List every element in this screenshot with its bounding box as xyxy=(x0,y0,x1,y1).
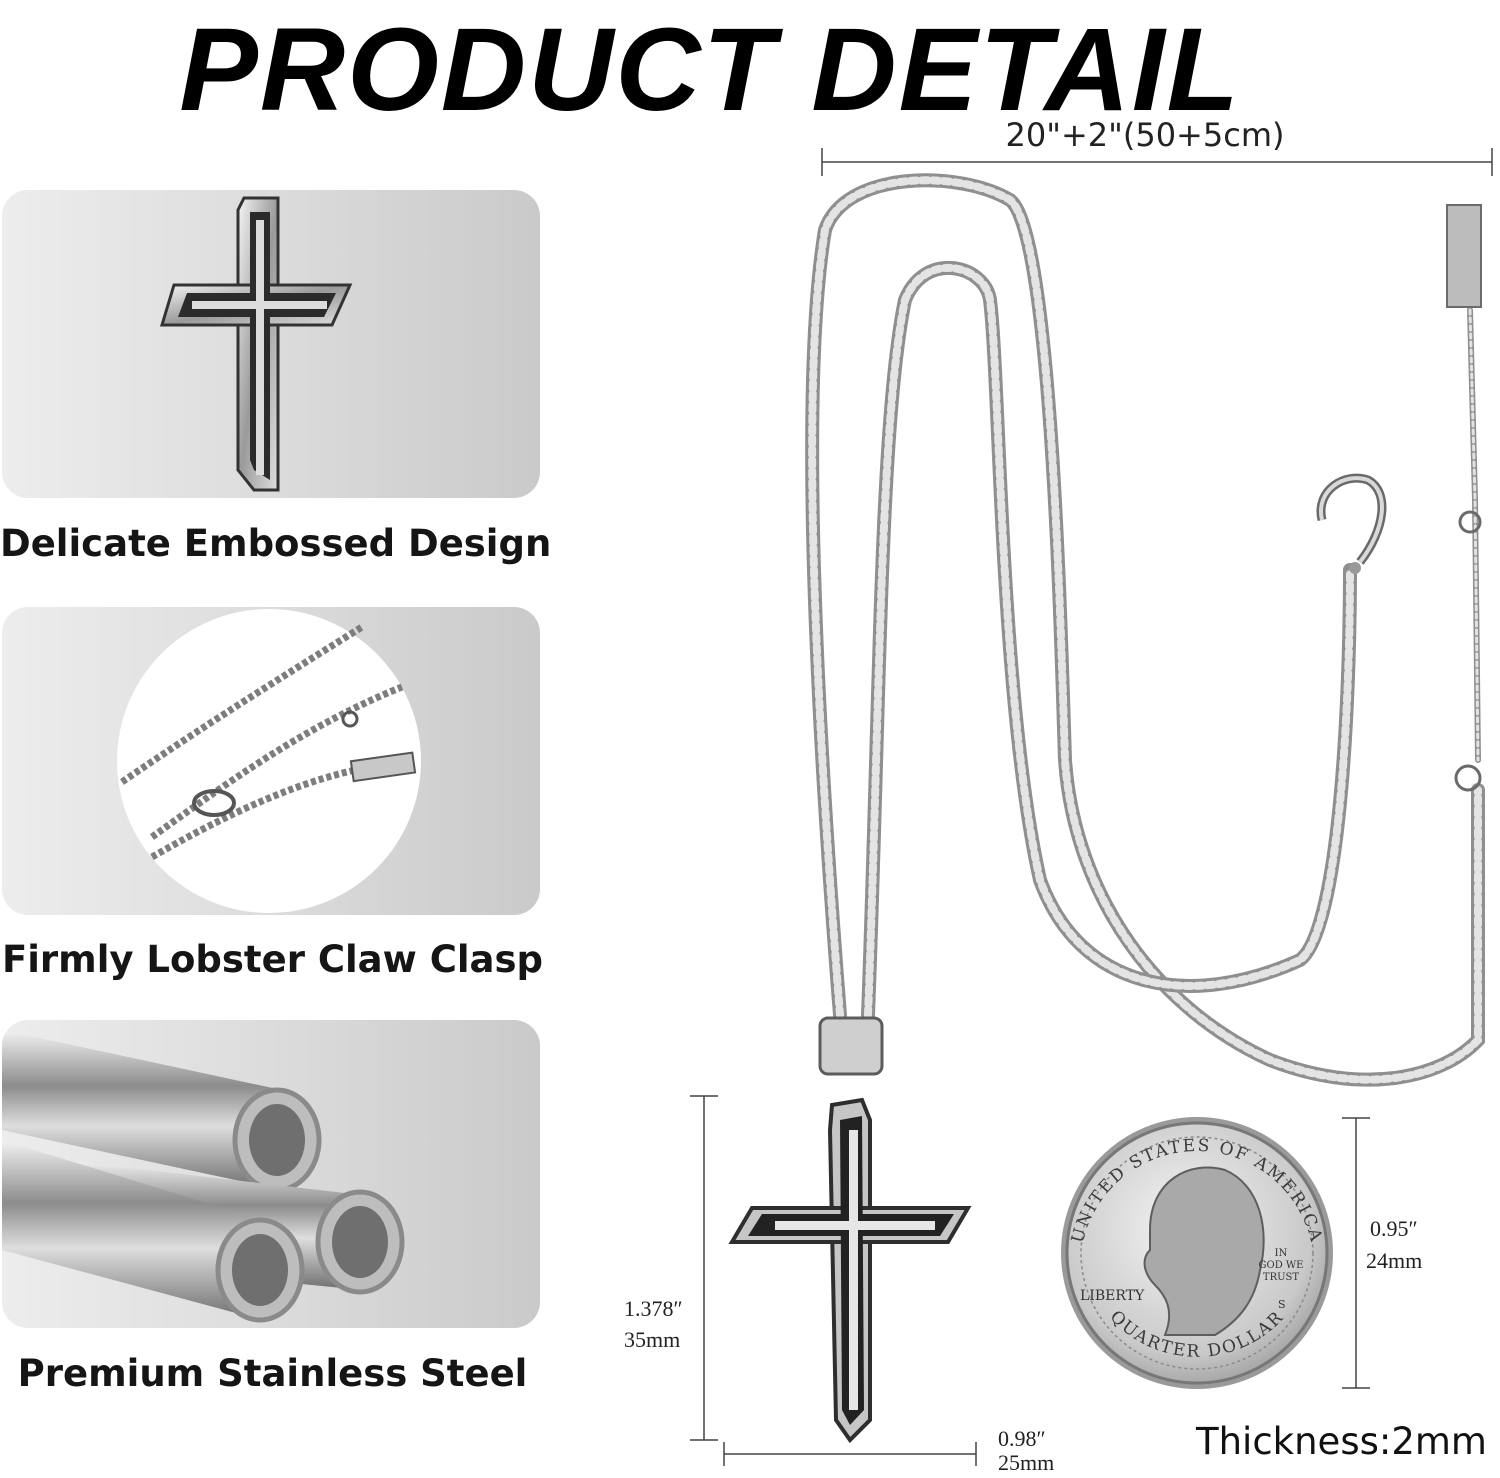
page-title: PRODUCT DETAIL xyxy=(179,4,1241,136)
chain-length-dimension xyxy=(821,148,1493,176)
coin-motto-1: IN xyxy=(1275,1248,1288,1259)
coin-liberty: LIBERTY xyxy=(1080,1288,1145,1304)
feature-panel-embossed xyxy=(2,190,540,498)
pendant-bail xyxy=(818,1016,884,1076)
pendant-width-inch: 0.98″ xyxy=(998,1426,1046,1451)
extender-tab xyxy=(1446,204,1482,308)
coin-motto-3: TRUST xyxy=(1263,1272,1299,1283)
cross-pendant-closeup-icon xyxy=(159,196,353,492)
feature-caption-clasp: Firmly Lobster Claw Clasp xyxy=(1,938,544,981)
feature-panel-clasp xyxy=(2,607,540,915)
steel-tubes-icon xyxy=(2,1030,405,1323)
lobster-clasp xyxy=(1316,473,1387,574)
feature-caption-embossed: Delicate Embossed Design xyxy=(0,522,552,565)
coin-size-dimension xyxy=(1342,1117,1370,1389)
cross-pendant xyxy=(728,1097,972,1444)
coin-size-inch: 0.95″ xyxy=(1370,1216,1418,1241)
chain xyxy=(805,173,1485,1087)
clasp-closeup-icon xyxy=(117,609,421,913)
pendant-height-mm: 35mm xyxy=(624,1327,681,1352)
coin-mint-mark: S xyxy=(1278,1298,1286,1311)
quarter-coin: UNITED STATES OF AMERICA QUARTER DOLLAR … xyxy=(1061,1117,1333,1389)
coin-motto-2: GOD WE xyxy=(1259,1260,1304,1271)
pendant-width-dimension xyxy=(723,1442,977,1466)
chain-length-label: 20"+2"(50+5cm) xyxy=(1005,116,1285,154)
pendant-height-dimension xyxy=(690,1095,718,1441)
pendant-width-mm: 25mm xyxy=(998,1450,1055,1475)
pendant-height-inch: 1.378″ xyxy=(624,1296,683,1321)
feature-caption-steel: Premium Stainless Steel xyxy=(17,1352,528,1395)
thickness-label: Thickness:2mm xyxy=(1196,1420,1487,1463)
feature-panel-steel xyxy=(2,1020,540,1328)
coin-size-mm: 24mm xyxy=(1366,1248,1423,1273)
